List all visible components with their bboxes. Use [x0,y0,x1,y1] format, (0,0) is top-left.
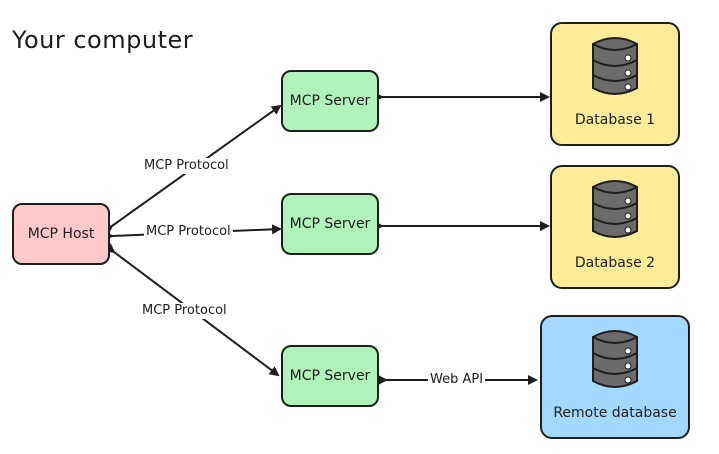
database-node-1[interactable]: Database 1 [550,22,680,146]
edge-label-protocol-top: MCP Protocol [142,158,231,174]
mcp-server-label: MCP Server [289,93,371,109]
remote-database-node[interactable]: Remote database [540,315,690,439]
database-icon [592,180,638,238]
mcp-server-label: MCP Server [289,368,371,384]
edge-label-web-api: Web API [428,372,486,388]
database-label: Remote database [553,405,677,421]
database-node-2[interactable]: Database 2 [550,165,680,289]
database-label: Database 2 [574,255,656,271]
mcp-host-label: MCP Host [27,226,95,242]
database-icon [592,330,638,388]
mcp-server-node-1[interactable]: MCP Server [281,70,379,132]
database-icon [592,37,638,95]
database-label: Database 1 [574,112,656,128]
mcp-server-node-3[interactable]: MCP Server [281,345,379,407]
mcp-host-node[interactable]: MCP Host [12,203,110,265]
mcp-server-label: MCP Server [289,216,371,232]
edge-label-protocol-bottom: MCP Protocol [140,303,229,319]
diagram-title: Your computer [12,26,194,54]
mcp-server-node-2[interactable]: MCP Server [281,193,379,255]
edge-label-protocol-mid: MCP Protocol [144,224,233,240]
